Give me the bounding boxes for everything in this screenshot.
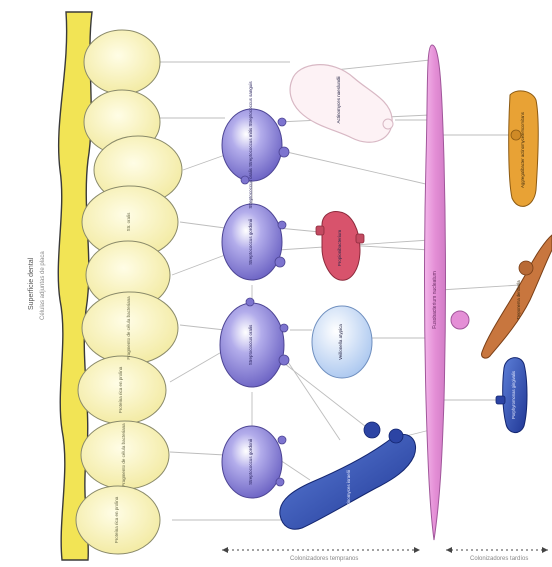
early-colonizers — [220, 109, 289, 498]
middle-organism-label: Actinomyces naeslundii — [336, 76, 341, 123]
late-colonizer-label: Aggregatibacter actinomycetemcomitans — [520, 112, 525, 188]
early-colonizer-label: Streptococcus oralis — [248, 324, 253, 365]
early-colonizer-label: Streptococcus gordonii — [248, 439, 253, 485]
pellicle-cell-1 — [84, 30, 160, 94]
pellicle-cell-label: Str. oralis — [126, 212, 131, 232]
pellicle-cell-label: Proteína rica en prolina — [118, 366, 123, 413]
pellicle-cells — [76, 30, 182, 554]
actinomyces-outline-cell — [290, 65, 392, 143]
middle-organism-label: Actinomyces israelii — [346, 470, 351, 510]
middle-organism-label: Propionibacterium — [337, 230, 342, 267]
early-colonizer-label: Streptococcus oralis Streptococcus mitis… — [248, 81, 253, 209]
late-colonizer-label: Porphyromonas gingivalis — [511, 371, 516, 419]
attached-cells-label: Células adjuntas de placa — [40, 251, 46, 320]
late-colonizer-label: Treponema denticola — [516, 280, 521, 320]
tooth-surface-label: Superficie dental — [28, 258, 35, 310]
bridge-label: Fusobacterium nucleatum — [432, 271, 438, 329]
pellicle-cell-label: Fragmento de célula bacteriana — [121, 423, 126, 487]
middle-organism-label: Veillonella atypica — [338, 324, 343, 360]
tooth-surface — [58, 12, 92, 560]
early-colonizer-label: Streptococcus gordonii — [248, 219, 253, 265]
early-colonizers-axis-label: Colonizadores tempranos — [290, 556, 358, 562]
pellicle-cell-label: Fragmento de célula bacteriana — [126, 296, 131, 360]
pellicle-cell-label: Proteína rica en prolina — [114, 496, 119, 543]
late-colonizers-axis-label: Colonizadores tardíos — [470, 556, 528, 562]
